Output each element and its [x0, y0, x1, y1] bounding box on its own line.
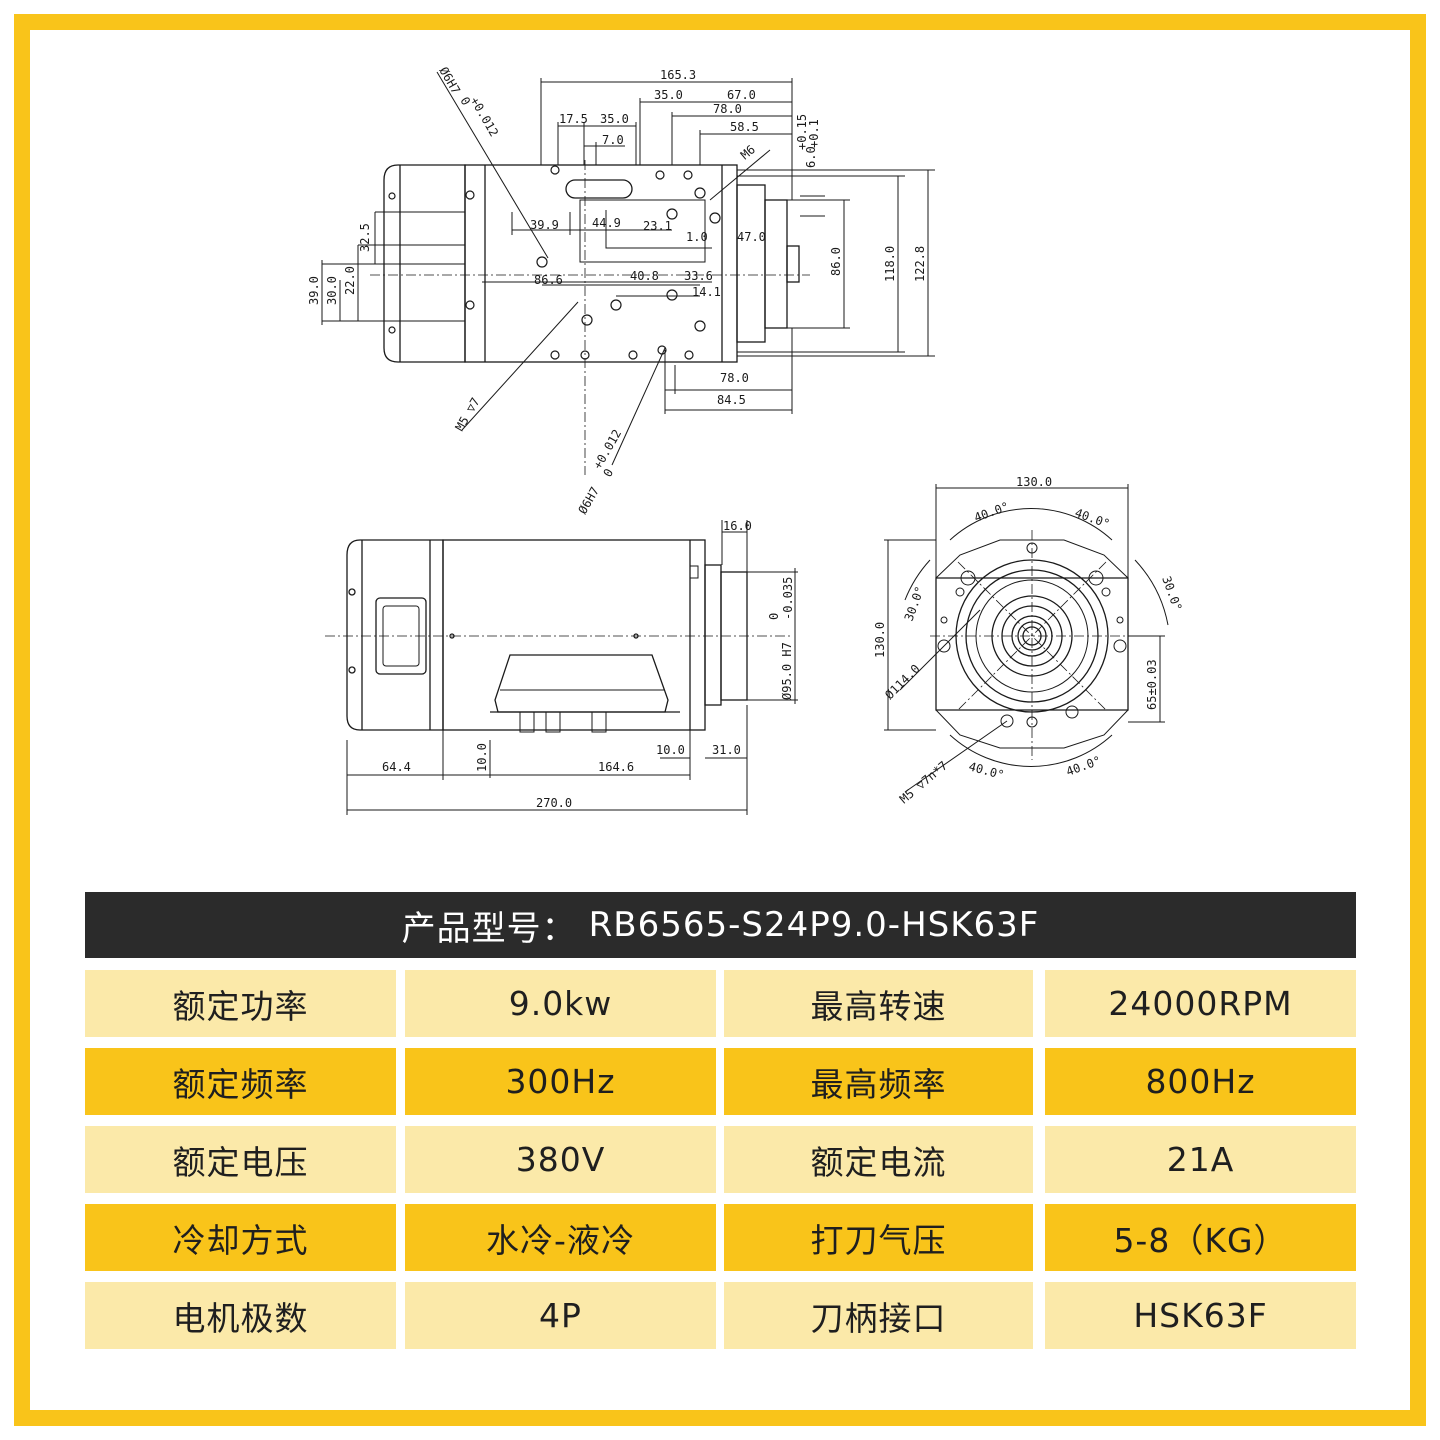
angle-30-left: 30.0° — [902, 584, 928, 623]
top-view-rear-cap — [383, 164, 466, 363]
dim-67-0: 67.0 — [727, 88, 756, 102]
dim-164-6: 164.6 — [598, 760, 634, 774]
m5-end-label: M5 ▽7n*7 — [897, 758, 950, 806]
angle-40-left: 40.0° — [972, 499, 1011, 525]
tol-6-0-up: +0.15 — [795, 114, 809, 150]
spec-value: 800Hz — [1045, 1048, 1356, 1115]
dim-22-0: 22.0 — [343, 266, 357, 295]
dim-31-0: 31.0 — [712, 743, 741, 757]
top-view-housing — [464, 164, 738, 363]
dim-86-0: 86.0 — [829, 247, 843, 276]
spec-key: 最高转速 — [724, 970, 1033, 1037]
tol-6-0-lo: +0.1 — [807, 119, 821, 148]
side-view: 16.0 Ø95.0 H7 0 -0.035 10.0 31.0 64.4 10… — [325, 519, 798, 815]
junction-box — [494, 654, 669, 713]
m5-top-label: M5 ▽7 — [452, 395, 482, 433]
m6-label: M6 — [738, 142, 758, 162]
end-view: 130.0 40.0° 40.0° 30.0° 130.0 30.0° Ø114… — [873, 475, 1185, 806]
spec-row: 电机极数 4P 刀柄接口 HSK63F — [85, 1282, 1356, 1349]
top-view-slot — [565, 179, 633, 199]
spec-key: 刀柄接口 — [724, 1282, 1033, 1349]
dim-65-label: 65±0.03 — [1145, 659, 1159, 710]
technical-drawing: 165.3 35.0 67.0 78.0 17.5 35.0 58.5 7.0 … — [307, 65, 1185, 815]
dim-10-0a: 10.0 — [656, 743, 685, 757]
dim-130-0-top: 130.0 — [1016, 475, 1052, 489]
dim-64-4: 64.4 — [382, 760, 411, 774]
dim-122-8: 122.8 — [913, 246, 927, 282]
spec-value: 5-8（KG） — [1045, 1204, 1356, 1271]
dim-47-0: 47.0 — [737, 230, 766, 244]
dim-39-0: 39.0 — [307, 276, 321, 305]
spec-value: 9.0kw — [405, 970, 716, 1037]
spec-key: 打刀气压 — [724, 1204, 1033, 1271]
spec-value: 21A — [1045, 1126, 1356, 1193]
spec-key: 额定频率 — [85, 1048, 396, 1115]
top-view: 165.3 35.0 67.0 78.0 17.5 35.0 58.5 7.0 … — [307, 65, 935, 517]
dim-23-1: 23.1 — [643, 219, 672, 233]
dim-130-0-left: 130.0 — [873, 622, 887, 658]
dim-78-0b: 78.0 — [720, 371, 749, 385]
dim-44-9: 44.9 — [592, 216, 621, 230]
spec-row: 额定功率 9.0kw 最高转速 24000RPM — [85, 970, 1356, 1037]
dim-17-5: 17.5 — [559, 112, 588, 126]
dim-30-0: 30.0 — [325, 276, 339, 305]
dim-33-6: 33.6 — [684, 269, 713, 283]
dim-10-0b: 10.0 — [475, 743, 489, 772]
spec-value: 4P — [405, 1282, 716, 1349]
dim-86-6: 86.6 — [534, 273, 563, 287]
top-view-flange — [736, 184, 766, 343]
spec-value: 380V — [405, 1126, 716, 1193]
end-view-outline — [935, 577, 1129, 711]
side-view-rear-cap — [346, 539, 444, 731]
spec-key: 最高频率 — [724, 1048, 1033, 1115]
spec-key: 额定电压 — [85, 1126, 396, 1193]
dim-118-0: 118.0 — [883, 246, 897, 282]
spec-key: 额定电流 — [724, 1126, 1033, 1193]
angle-40-bottom-right: 40.0° — [1064, 753, 1103, 779]
spec-row: 冷却方式 水冷-液冷 打刀气压 5-8（KG） — [85, 1204, 1356, 1271]
dim-270-0: 270.0 — [536, 796, 572, 810]
dim-58-5: 58.5 — [730, 120, 759, 134]
dim-35-0a: 35.0 — [654, 88, 683, 102]
model-label: 产品型号： — [401, 908, 577, 949]
dim-84-5: 84.5 — [717, 393, 746, 407]
spec-row: 额定频率 300Hz 最高频率 800Hz — [85, 1048, 1356, 1115]
tol-phi95-lo: -0.035 — [781, 577, 795, 620]
phi6h7-bot-label: Ø6H7 — [575, 484, 602, 516]
dim-6-0: 6.0 — [804, 146, 818, 168]
dim-32-5: 32.5 — [358, 223, 372, 252]
dim-1-0: 1.0 — [686, 230, 708, 244]
dim-39-9: 39.9 — [530, 218, 559, 232]
side-view-flange — [704, 564, 722, 706]
phi95-label: Ø95.0 H7 — [780, 642, 794, 700]
side-view-housing — [442, 539, 706, 731]
model-banner: 产品型号： RB6565-S24P9.0-HSK63F — [85, 892, 1356, 958]
spec-key: 电机极数 — [85, 1282, 396, 1349]
spec-value: HSK63F — [1045, 1282, 1356, 1349]
dim-165-3: 165.3 — [660, 68, 696, 82]
dim-16-0: 16.0 — [723, 519, 752, 533]
dim-7-0: 7.0 — [602, 133, 624, 147]
spec-row: 额定电压 380V 额定电流 21A — [85, 1126, 1356, 1193]
tol-phi6-bot-lo: 0 — [600, 466, 616, 479]
spec-value: 300Hz — [405, 1048, 716, 1115]
spec-value: 24000RPM — [1045, 970, 1356, 1037]
dim-14-1: 14.1 — [692, 285, 721, 299]
model-number: RB6565-S24P9.0-HSK63F — [588, 905, 1040, 945]
spec-value: 水冷-液冷 — [405, 1204, 716, 1271]
angle-40-right: 40.0° — [1073, 506, 1112, 532]
dim-40-8: 40.8 — [630, 269, 659, 283]
phi6h7-top-label: Ø6H7 — [436, 65, 463, 97]
spec-key: 冷却方式 — [85, 1204, 396, 1271]
tol-phi95-up: 0 — [767, 613, 781, 620]
dim-35-0b: 35.0 — [600, 112, 629, 126]
dim-78-0a: 78.0 — [713, 102, 742, 116]
spec-key: 额定功率 — [85, 970, 396, 1037]
